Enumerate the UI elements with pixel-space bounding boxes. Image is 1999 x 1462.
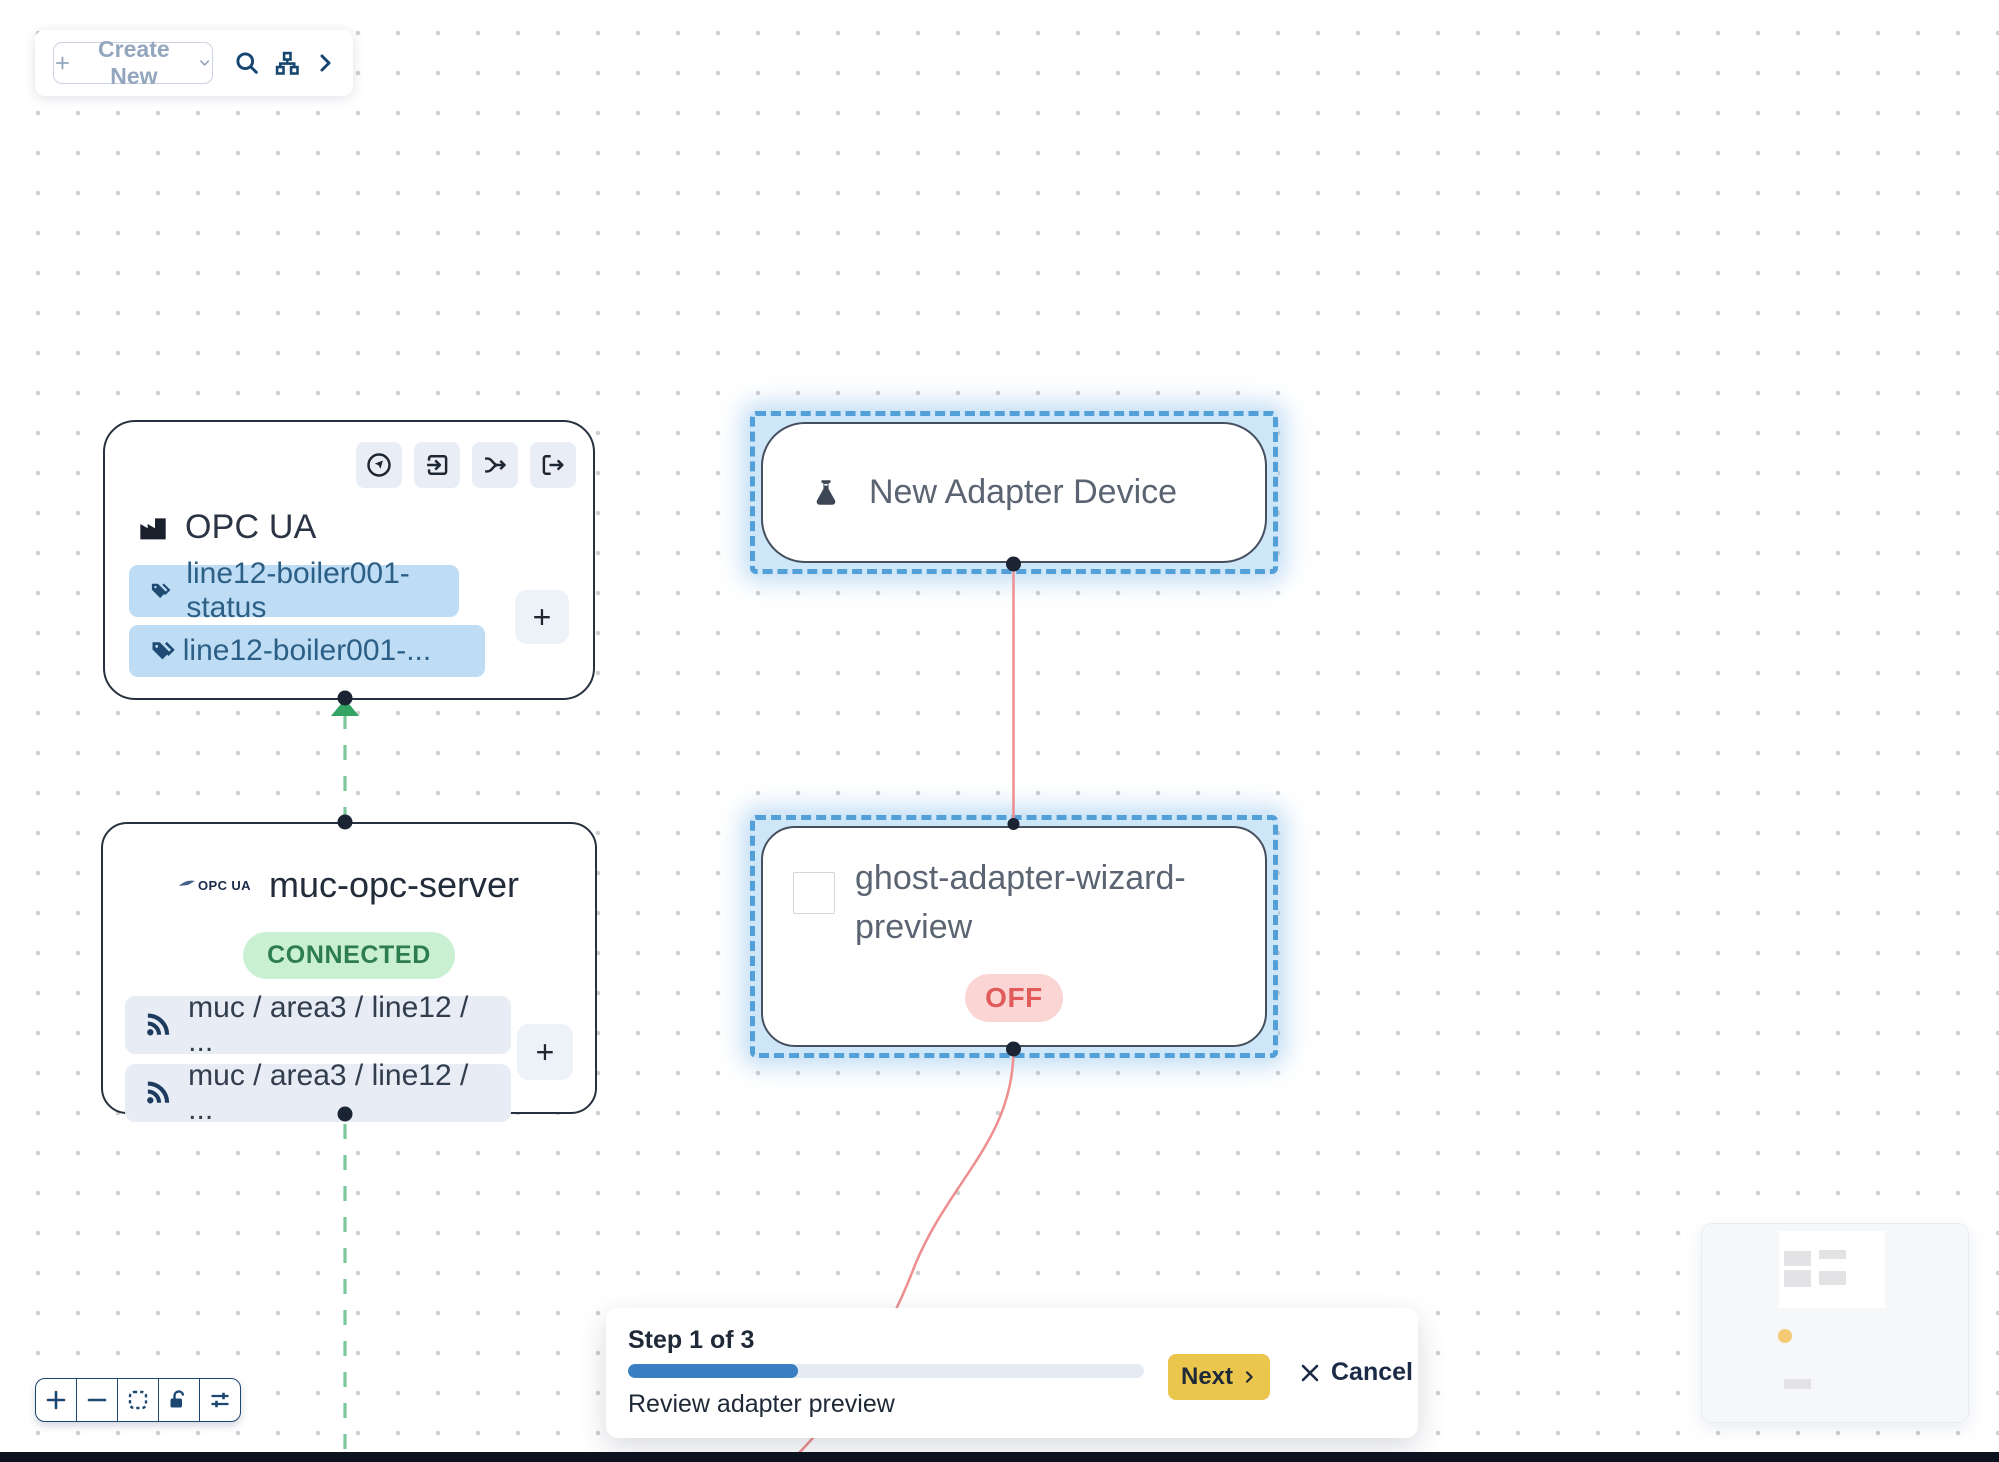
- canvas-controls: [35, 1378, 241, 1422]
- cancel-button[interactable]: Cancel: [1298, 1358, 1413, 1387]
- opcua-logo-text: OPC UA: [197, 877, 251, 893]
- minus-icon: [87, 1398, 107, 1402]
- sign-out-button[interactable]: [530, 442, 576, 488]
- plus-icon: [46, 1390, 66, 1410]
- add-tag-button[interactable]: +: [515, 590, 569, 644]
- wizard-description: Review adapter preview: [628, 1390, 895, 1418]
- sign-in-icon: [427, 455, 448, 475]
- minimap-node: [1784, 1270, 1811, 1287]
- create-new-label: Create New: [98, 36, 170, 89]
- zoom-out-button[interactable]: [77, 1379, 118, 1421]
- add-topic-button[interactable]: +: [517, 1024, 573, 1080]
- wizard-progress-bar: [628, 1364, 1144, 1378]
- node-ghost-adapter[interactable]: ghost-adapter-wizard-preview OFF: [761, 826, 1267, 1047]
- merge-button[interactable]: [472, 442, 518, 488]
- topic-label: muc / area3 / line12 / ...: [188, 991, 469, 1058]
- opcua-logo-swoosh: [178, 880, 195, 886]
- rss-icon: [147, 1081, 170, 1104]
- tag-pill[interactable]: line12-boiler001-status: [129, 557, 459, 624]
- node-title: New Adapter Device: [869, 473, 1178, 511]
- node-opc-server[interactable]: OPC UA muc-opc-server CONNECTED muc / ar…: [101, 822, 597, 1126]
- tag-label: line12-boiler001-...: [182, 634, 432, 667]
- tag-icon: [152, 641, 175, 660]
- fit-view-icon: [128, 1390, 148, 1410]
- wizard-step-label: Step 1 of 3: [628, 1326, 755, 1354]
- node-title-row: OPC UA muc-opc-server: [103, 864, 595, 906]
- sign-in-button[interactable]: [414, 442, 460, 488]
- plus-icon: [55, 56, 70, 70]
- next-button-label: Next: [1180, 1363, 1234, 1390]
- tag-label: line12-boiler001-status: [186, 557, 410, 624]
- minimap-node: [1819, 1271, 1846, 1285]
- node-toolbar: [356, 442, 576, 488]
- toolbar-icon-group: [233, 49, 337, 77]
- chevron-right-icon: [1245, 1371, 1253, 1383]
- adapter-icon-placeholder: [793, 872, 835, 914]
- cancel-label: Cancel: [1331, 1358, 1413, 1386]
- minimap[interactable]: [1702, 1224, 1968, 1422]
- selection-frame-new-adapter[interactable]: New Adapter Device: [750, 411, 1278, 574]
- tag-pill[interactable]: line12-boiler001-...: [129, 625, 485, 677]
- status-badge: OFF: [965, 974, 1063, 1022]
- flask-icon: [816, 479, 836, 505]
- chevron-down-icon: [199, 60, 210, 66]
- zoom-in-button[interactable]: [36, 1379, 77, 1421]
- minimap-node: [1784, 1251, 1811, 1266]
- tag-icon: [151, 583, 171, 598]
- unlock-icon: [170, 1390, 185, 1408]
- minimap-node: [1819, 1250, 1846, 1259]
- next-button[interactable]: Next: [1168, 1354, 1270, 1400]
- status-badge: CONNECTED: [243, 932, 455, 979]
- settings-button[interactable]: [200, 1379, 240, 1421]
- create-new-button[interactable]: Create New: [53, 36, 213, 89]
- lock-button[interactable]: [159, 1379, 200, 1421]
- node-new-adapter[interactable]: New Adapter Device: [761, 422, 1267, 563]
- canvas-toolbar: Create New: [35, 30, 353, 96]
- node-title-row: OPC UA: [137, 508, 317, 547]
- topic-pill[interactable]: muc / area3 / line12 / ...: [125, 991, 511, 1058]
- close-icon: [1301, 1364, 1319, 1381]
- sliders-icon: [211, 1392, 229, 1408]
- wizard-progress-fill: [628, 1364, 799, 1378]
- rss-icon: [147, 1013, 170, 1036]
- merge-icon: [485, 457, 506, 473]
- workspace-icon[interactable]: [273, 49, 301, 77]
- wizard-panel: Step 1 of 3 Review adapter preview Next …: [606, 1308, 1418, 1438]
- minimap-viewport: [1779, 1231, 1885, 1308]
- minimap-marker-dot: [1778, 1329, 1792, 1343]
- selection-frame-ghost-adapter[interactable]: ghost-adapter-wizard-preview OFF: [750, 815, 1278, 1058]
- edge-arrowhead-up: [331, 699, 359, 716]
- topic-label: muc / area3 / line12 / ...: [188, 1059, 469, 1126]
- bottom-edge-bar: [0, 1452, 1999, 1462]
- node-opcua-group[interactable]: OPC UA line12-boiler001-status line12-bo…: [103, 420, 595, 700]
- node-title: OPC UA: [185, 508, 317, 546]
- compass-icon: [367, 453, 391, 477]
- sign-out-icon: [542, 455, 564, 475]
- opcua-logo: OPC UA: [178, 877, 251, 893]
- topic-pill[interactable]: muc / area3 / line12 / ...: [125, 1059, 511, 1126]
- node-title: muc-opc-server: [268, 864, 520, 905]
- fit-view-button[interactable]: [118, 1379, 159, 1421]
- chevron-right-icon[interactable]: [313, 51, 337, 75]
- factory-icon: [140, 517, 166, 539]
- minimap-node: [1784, 1379, 1811, 1389]
- node-title: ghost-adapter-wizard-preview: [855, 859, 1186, 946]
- search-icon[interactable]: [233, 49, 261, 77]
- compass-button[interactable]: [356, 442, 402, 488]
